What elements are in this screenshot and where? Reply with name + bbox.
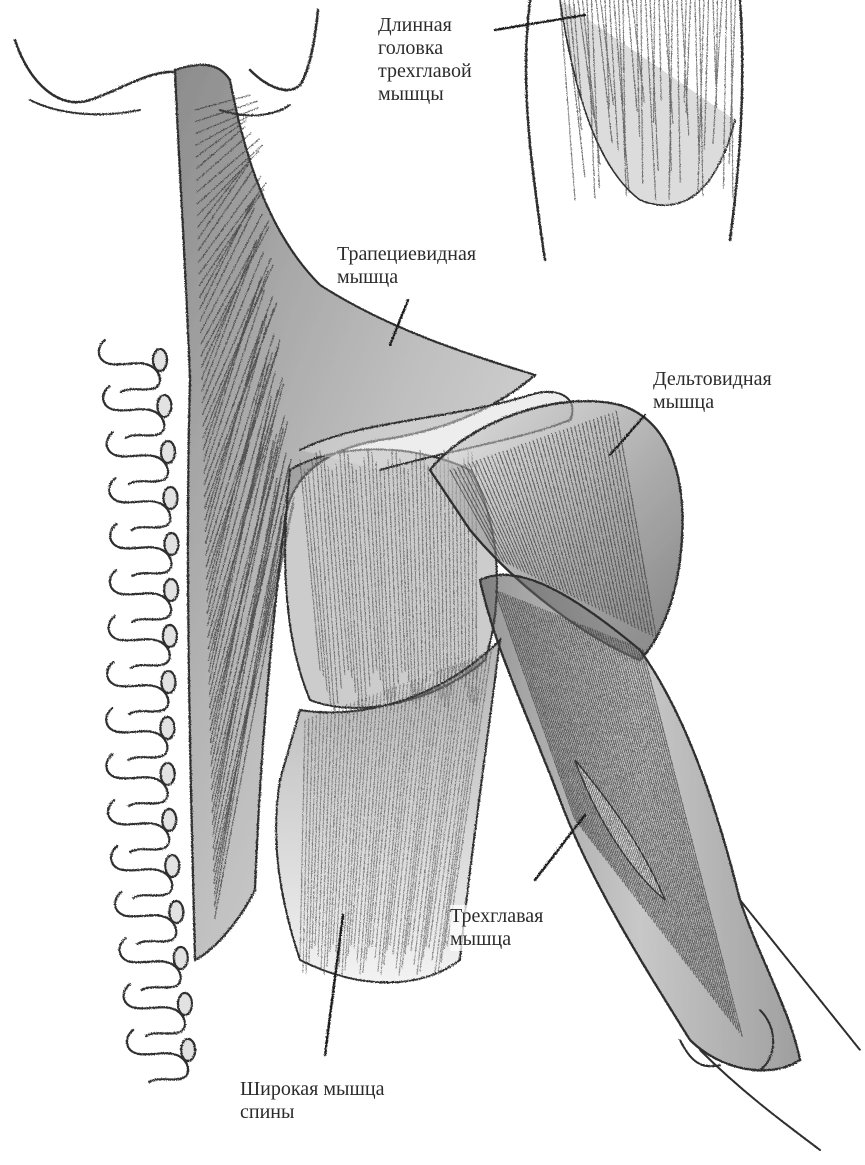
label-line: головка <box>378 37 472 60</box>
label-line: Трапециевидная <box>337 243 476 266</box>
label-triceps-long-head: Длинная головка трехглавой мышцы <box>378 14 472 106</box>
label-line: мышца <box>337 266 476 289</box>
label-line: Трехглавая <box>450 905 543 928</box>
label-line: мышца <box>653 391 772 414</box>
label-triceps: Трехглавая мышца <box>450 905 543 951</box>
label-latissimus: Широкая мышца спины <box>240 1078 384 1124</box>
label-line: Длинная <box>378 14 472 37</box>
spine-vertebrae <box>99 340 195 1082</box>
label-line: мышца <box>450 928 543 951</box>
label-line: Дельтовидная <box>653 368 772 391</box>
label-deltoid: Дельтовидная мышца <box>653 368 772 414</box>
label-line: спины <box>240 1101 384 1124</box>
label-line: трехглавой <box>378 60 472 83</box>
leader-triceps <box>535 815 585 880</box>
label-trapezius: Трапециевидная мышца <box>337 243 476 289</box>
triceps-long-head-muscle <box>526 0 742 260</box>
skull-base <box>15 10 318 115</box>
label-line: мышцы <box>378 83 472 106</box>
label-line: Широкая мышца <box>240 1078 384 1101</box>
triceps-muscle <box>480 575 860 1150</box>
